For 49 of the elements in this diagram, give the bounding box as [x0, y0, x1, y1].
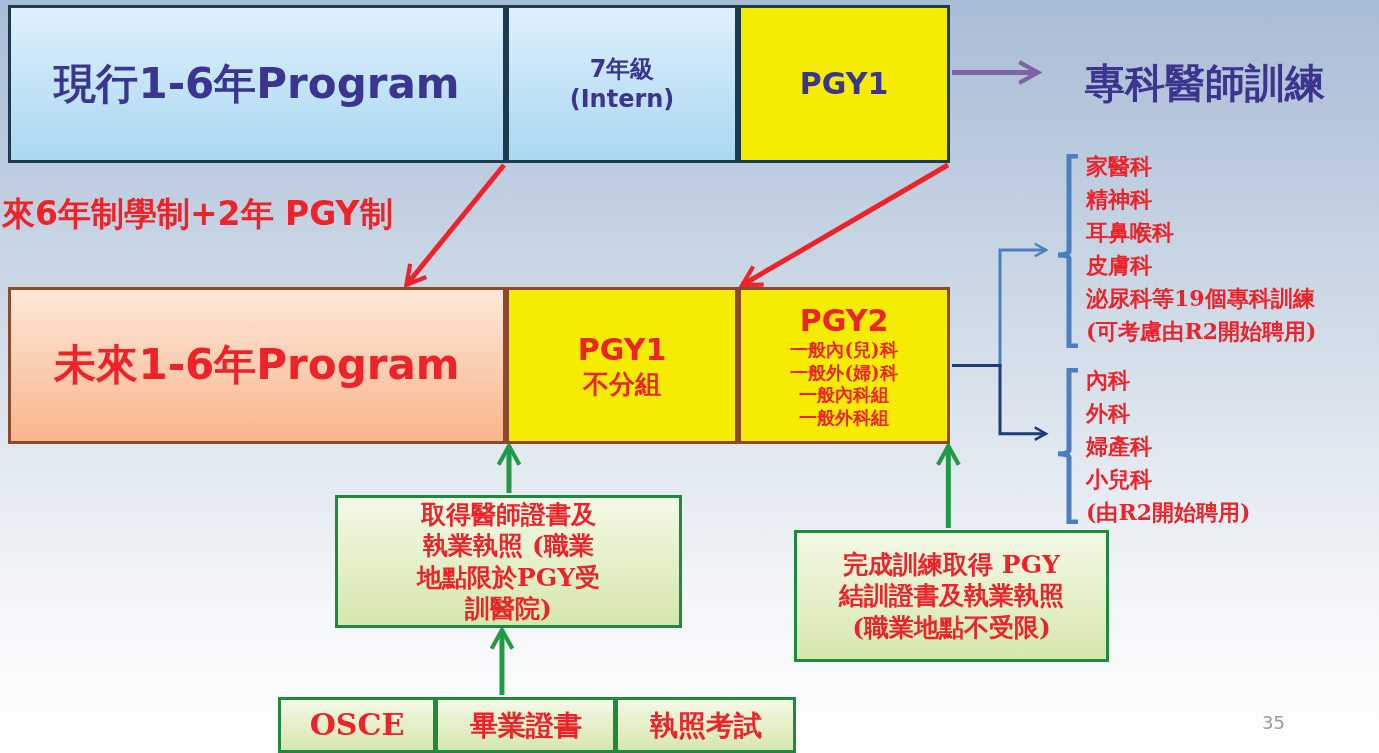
box-text: 一般外(婦)科 — [790, 361, 898, 385]
note-text: 來6年制學制+2年 PGY制 — [2, 193, 393, 235]
program-box — [8, 5, 506, 163]
box-title: 完成訓練取得 PGY結訓證書及執業執照(職業地點不受限) — [837, 549, 1065, 643]
box-title: PGY2 — [799, 301, 889, 340]
arrow — [952, 364, 1048, 442]
pgy-box — [506, 287, 738, 444]
box-text: 不分組 — [583, 368, 661, 401]
specialty-item: 家醫科 — [1086, 152, 1152, 181]
box-text: 一般外科組 — [799, 406, 889, 430]
pgy-box — [738, 287, 950, 444]
arrow — [935, 443, 961, 528]
specialty-item: 耳鼻喉科 — [1086, 218, 1174, 247]
arrow — [740, 162, 950, 288]
box-title: 取得醫師證書及執業執照 (職業地點限於PGY受訓醫院) — [415, 499, 601, 624]
box-title: PGY1 — [577, 330, 667, 368]
specialty-item: 小兒科 — [1086, 465, 1152, 494]
box-title: PGY1 — [799, 65, 889, 103]
box-title: 現行1-6年Program — [54, 57, 460, 110]
condition-box — [794, 530, 1109, 662]
program-box — [8, 287, 506, 444]
pgy-box — [738, 5, 950, 163]
specialty-item: 皮膚科 — [1086, 251, 1152, 280]
box-title: 未來1-6年Program — [54, 339, 460, 392]
specialty-item: 精神科 — [1086, 185, 1152, 214]
specialty-item: 內科 — [1086, 366, 1130, 395]
box-text: 一般內科組 — [799, 384, 889, 407]
specialty-item: 婦產科 — [1086, 432, 1152, 461]
heading-text: 專科醫師訓練 — [1085, 59, 1325, 108]
box-title: OSCE — [309, 706, 405, 744]
arrow — [496, 443, 522, 493]
specialty-item: (由R2開始聘用) — [1086, 498, 1251, 527]
specialty-item: 泌尿科等19個專科訓練 — [1086, 284, 1315, 313]
requirement-box — [615, 697, 796, 753]
arrow — [952, 60, 1041, 85]
specialty-item: (可考慮由R2開始聘用) — [1086, 317, 1317, 346]
box-text: (Intern) — [569, 84, 675, 114]
arrow — [404, 163, 506, 288]
box-title: 執照考試 — [649, 707, 762, 743]
requirement-box — [435, 697, 616, 753]
page-number: 35 — [1262, 712, 1285, 733]
arrow — [489, 627, 515, 695]
specialty-item: 外科 — [1086, 399, 1130, 428]
condition-box — [335, 495, 682, 628]
box-text: 一般內(兒)科 — [790, 339, 898, 362]
requirement-box — [278, 697, 436, 753]
box-title: 7年級 — [589, 54, 655, 84]
year-box — [506, 5, 738, 163]
box-title: 畢業證書 — [469, 707, 582, 743]
